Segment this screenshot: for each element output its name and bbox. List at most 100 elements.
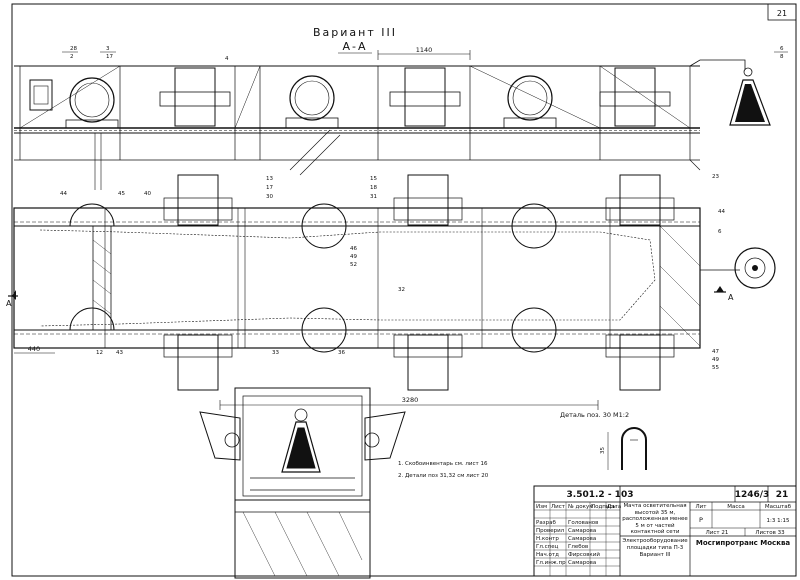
callout-55: 55 [712,365,719,371]
title-block [533,485,797,577]
plan-lamp-right [734,247,776,289]
end-view [199,387,406,579]
callout-45: 45 [118,191,125,197]
th-date: Дата [607,504,621,510]
doc-code: 3.501.2 - 103 [567,490,634,500]
sheet-frame [11,3,797,577]
floodlight-box-1 [174,67,216,127]
stage-header: Лит [696,504,708,510]
plan-box-top-1 [177,174,219,226]
section-mark-left: А [6,299,12,308]
plan-box-bottom-3 [619,334,661,391]
callouts: 28 2 3 17 4 6 8 13 17 30 15 18 31 23 44 … [6,46,788,371]
callout-6: 6 [780,46,784,52]
cable-route [39,229,656,327]
name-5: Фирсовкий [568,551,600,558]
organization-box: Мосгипротранс Москва [695,539,791,547]
floodlight-box-2 [404,67,446,127]
callout-49b: 49 [712,357,719,363]
note-2: 2. Детали поз 31,32 см лист 20 [398,473,489,479]
stage-value: Р [699,516,703,524]
callout-23: 23 [712,174,719,180]
drawing-title: Электрооборудование площадки типа П-3 Ва… [622,538,688,558]
detail-label: Деталь поз. 30 М1:2 [560,411,629,419]
callout-30: 30 [266,194,273,200]
dimension-1140: 1140 [416,46,433,54]
callout-36: 36 [338,350,345,356]
junction-box [29,79,53,111]
object-title-box: Мачта осветительная высотой 35 м, распол… [622,503,688,535]
order-number: 1246/3 [735,490,770,500]
th-list: Лист [551,504,566,510]
name-4: Глебов [568,544,588,550]
floodlight-box-3 [614,67,656,127]
organization: Мосгипротранс Москва [695,539,791,547]
callout-4: 4 [225,56,229,62]
detail-bracket [621,427,647,470]
callout-40: 40 [144,191,151,197]
callout-17b: 17 [266,185,273,191]
callout-15: 15 [370,176,377,182]
plan-box-bottom-1 [177,334,219,391]
sheet-label: Лист 21 [706,530,729,536]
callout-43: 43 [116,350,123,356]
name-3: Самарова [568,536,596,542]
th-doc: № докум [568,504,593,510]
plan-box-top-3 [619,174,661,226]
name-1: Голованов [568,520,598,526]
callout-3: 3 [106,46,110,52]
plan-lamp-top-1 [69,203,115,227]
plan-view [8,174,776,391]
callout-33: 33 [272,350,279,356]
callout-12: 12 [96,350,103,356]
detail-dimension: 35 [600,447,606,454]
callout-44-right: 44 [718,209,725,215]
floodlight-round-3 [507,75,553,121]
callout-8: 8 [780,54,784,60]
scale-value: 1:3 1:15 [767,518,790,524]
name-2: Самарова [568,528,596,534]
dimension-lines [14,50,599,410]
note-1: 1. Скобоинвентарь см. лист 16 [398,461,488,467]
callout-31: 31 [370,194,377,200]
plan-box-bottom-2 [407,334,449,391]
name-6: Самарова [568,560,596,566]
role-4: Гл.спец [536,544,559,550]
role-5: Нач.отд [536,552,559,558]
callout-49: 49 [350,254,357,260]
title-block-table: Изм Лист № докум Подпись Дата Разраб Гол… [536,504,621,566]
floodlight-round-2 [289,75,335,121]
th-sign: Подпись [591,504,616,510]
role-2: Проверил [536,528,565,534]
plan-box-top-2 [407,174,449,226]
th-izm: Изм [536,504,547,510]
dimension-3280: 3280 [402,396,419,404]
callout-32: 32 [398,287,405,293]
role-3: Н.контр [536,536,559,542]
role-1: Разраб [536,520,556,526]
callout-44-left: 44 [60,191,67,197]
lamp-fixture [729,79,771,126]
section-mark-right: А [728,293,734,302]
page-number: 21 [776,490,789,500]
sheet-number-box [767,3,797,21]
sheet-header: Масса [727,504,745,510]
callout-28: 28 [70,46,77,52]
scale-header: Масштаб [765,504,792,510]
section-a-a-view [14,59,771,190]
role-6: Гл.инж.пр [536,560,566,566]
callout-18: 18 [370,185,377,191]
variant-title: Вариант III [313,26,397,39]
dimension-440: 440 [28,345,40,353]
section-label: А-А [342,40,367,53]
object-title: Мачта осветительная высотой 35 м, распол… [622,503,688,535]
callout-46: 46 [350,246,357,252]
sheets-label: Листов 33 [755,530,785,536]
callout-52: 52 [350,262,357,268]
callout-6-right: 6 [718,229,722,235]
sheet-number: 21 [777,9,787,18]
callout-13: 13 [266,176,273,182]
callout-47: 47 [712,349,719,355]
callout-2: 2 [70,54,74,60]
